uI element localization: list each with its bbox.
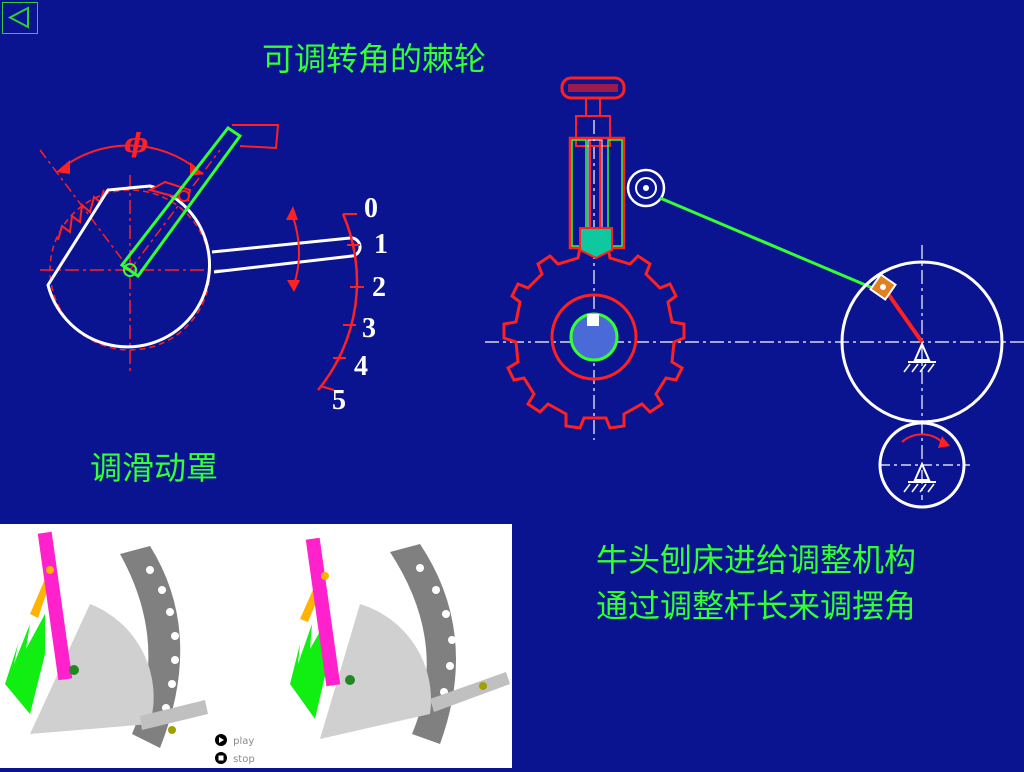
ratchet-animation-frames <box>5 531 510 748</box>
animation-panel: play stop <box>0 524 512 768</box>
scale-label-0: 0 <box>364 193 378 224</box>
caption-line-1: 牛头刨床进给调整机构 <box>596 541 917 579</box>
scale-label-3: 3 <box>362 313 376 344</box>
scale-label-4: 4 <box>354 351 368 382</box>
back-button[interactable] <box>2 2 38 34</box>
scale-label-5: 5 <box>332 385 346 416</box>
adjustable-ratchet-diagram <box>39 124 364 391</box>
triangle-left-icon <box>7 6 29 29</box>
page-title: 可调转角的棘轮 <box>262 40 487 78</box>
stop-button[interactable]: stop <box>214 747 255 766</box>
play-label: play <box>233 736 255 747</box>
shaper-feed-mechanism-diagram <box>485 76 1024 509</box>
stop-icon <box>215 751 227 764</box>
caption-line-2: 通过调整杆长来调摆角 <box>596 587 917 625</box>
mechanism-caption: 牛头刨床进给调整机构 通过调整杆长来调摆角 <box>596 537 916 629</box>
adjustable-cover-label: 调滑动罩 <box>90 449 219 487</box>
play-icon <box>215 733 227 746</box>
scale-label-2: 2 <box>372 272 386 303</box>
angle-symbol: ϕ <box>124 129 149 159</box>
play-button[interactable]: play <box>214 729 254 748</box>
stop-label: stop <box>233 754 255 765</box>
scale-label-1: 1 <box>374 229 388 260</box>
